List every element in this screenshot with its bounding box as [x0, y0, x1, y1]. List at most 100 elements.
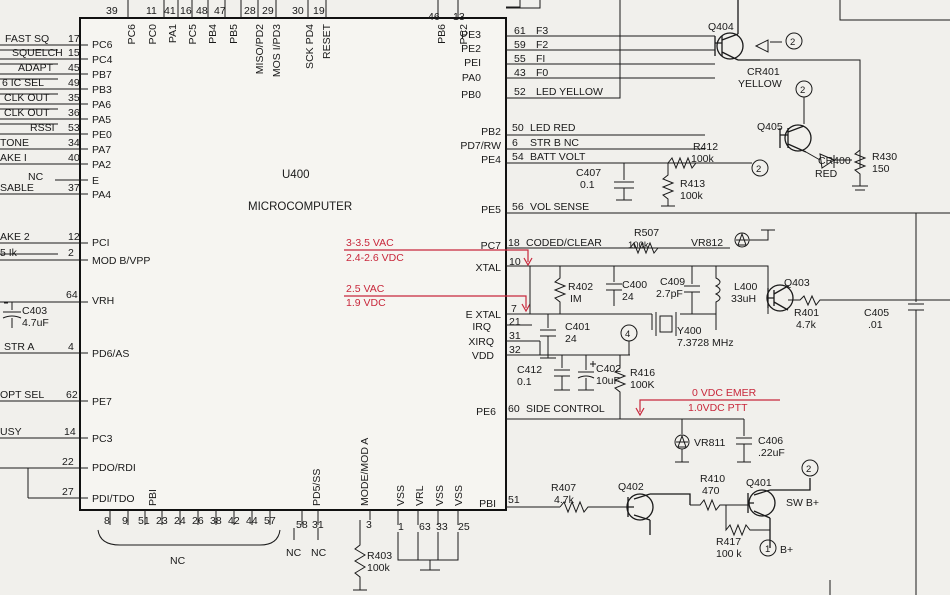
right-signal: FI [536, 53, 545, 65]
left-pin-num: 37 [68, 182, 80, 194]
right-signal: F3 [536, 25, 548, 37]
c400-value: 24 [622, 291, 634, 303]
right-pin-num: 6 [512, 137, 518, 149]
c412-label: C412 [517, 364, 542, 376]
bottom-pin-num: 3 [366, 519, 372, 531]
right-pin-num: 18 [508, 237, 520, 249]
right-pin-num: 21 [509, 316, 521, 328]
r430-value: 150 [872, 163, 890, 175]
pe6-circuit: VR811 C406 .22uF [630, 418, 785, 463]
top-pin-name: PC0 [147, 24, 159, 45]
node-marker-label: 2 [800, 85, 805, 96]
top-pin-name: PC2 [458, 24, 470, 45]
node-marker-label: 2 [790, 37, 795, 48]
top-pin-num: 30 [292, 5, 304, 17]
top-pin-name: PC5 [187, 24, 199, 45]
bottom-pin-num: 9 [122, 515, 128, 527]
left-pin-num: 62 [66, 389, 78, 401]
left-pin-num: 40 [68, 152, 80, 164]
node-marker-label: 4 [625, 329, 630, 340]
right-pin-num: 52 [514, 86, 526, 98]
left-pin-name: PA5 [92, 114, 111, 126]
right-pin-name: PBI [479, 498, 496, 510]
top-pin-num: 28 [244, 5, 256, 17]
right-signal: VOL SENSE [530, 201, 589, 213]
bottom-pin-num: 63 [419, 521, 431, 533]
right-pin-name: PA0 [462, 72, 481, 84]
bottom-pin-num: 25 [458, 521, 470, 533]
bottom-pin-num: 8 [104, 515, 110, 527]
top-pin-name: PB5 [228, 24, 240, 44]
right-signal: CODED/CLEAR [526, 237, 602, 249]
left-signal-label: TONE [0, 137, 29, 149]
cr400-label: CR400 [818, 155, 851, 167]
left-pin-num: 36 [68, 107, 80, 119]
r507-label: R507 [634, 227, 659, 239]
chip-type: MICROCOMPUTER [248, 201, 352, 213]
c402-value: 10uF [596, 375, 620, 387]
coded-clear-circuit: R507 100k VR812 [628, 227, 775, 255]
top-pin-num: 47 [214, 5, 226, 17]
c412-value: 0.1 [517, 376, 532, 388]
r403-label: R403 [367, 550, 392, 562]
c406-value: .22uF [758, 447, 785, 459]
c400-label: C400 [622, 279, 647, 291]
c403-value: 4.7uF [22, 317, 49, 329]
right-pin-name: XTAL [476, 262, 502, 274]
l400-value: 33uH [731, 293, 756, 305]
top-pins: 39 11 41 16 48 47 28 29 30 19 46 13 PC6 … [106, 0, 470, 77]
right-pin-name: PE3 [461, 29, 481, 41]
sw-bplus-label: SW B+ [786, 497, 819, 509]
c405-label: C405 [864, 307, 889, 319]
top-pin-name: PA1 [167, 24, 179, 43]
left-pin-name: PE0 [92, 129, 112, 141]
top-pin-name: RESET [321, 23, 333, 59]
bottom-pin-name: PBI [147, 489, 159, 506]
q402-label: Q402 [618, 481, 644, 493]
left-signal-label: 5 Ik [0, 247, 18, 259]
right-pin-name: E XTAL [466, 309, 502, 321]
left-signal-label: 6 IC SEL [2, 77, 44, 89]
node-marker [785, 32, 803, 50]
bottom-pin-name: PD5/SS [311, 469, 323, 506]
xtal-voltage-dc: 2.4-2.6 VDC [346, 252, 404, 264]
oscillator-circuit: R402 IM C400 24 C409 2.7pF L400 33uH Q40… [529, 213, 950, 595]
top-pin-num: 19 [313, 5, 325, 17]
r416-value: 100K [630, 379, 655, 391]
c403-label: C403 [22, 305, 47, 317]
bottom-pin-num: 51 [138, 515, 150, 527]
r401-value: 4.7k [796, 319, 817, 331]
right-pin-num: 50 [512, 122, 524, 134]
left-signal-label: NC [28, 171, 44, 183]
right-pin-num: 10 [509, 256, 521, 268]
r417-value: 100 k [716, 548, 742, 560]
right-pin-name: PC7 [481, 240, 502, 252]
top-pin-name: MOS I/PD3 [271, 24, 283, 77]
r402-value: IM [570, 293, 582, 305]
c401-value: 24 [565, 333, 577, 345]
c409-value: 2.7pF [656, 288, 683, 300]
left-pin-name: PA7 [92, 144, 111, 156]
left-pin-name: PA4 [92, 189, 111, 201]
q404-circuit: Q404 CR401 YELLOW 2 [708, 0, 861, 168]
pe6-voltage-ptt: 1.0VDC PTT [688, 402, 748, 414]
left-pin-name: PE7 [92, 396, 112, 408]
left-pin-num: 53 [68, 122, 80, 134]
right-pin-num: 60 [508, 403, 520, 415]
nc-label: NC [170, 555, 186, 567]
right-pin-name: PB0 [461, 89, 481, 101]
right-pin-name: VDD [472, 350, 495, 362]
left-pin-num: 17 [68, 33, 80, 45]
r410-label: R410 [700, 473, 725, 485]
left-pin-name: PC6 [92, 39, 113, 51]
r417-label: R417 [716, 536, 741, 548]
node-marker-label: 2 [806, 464, 811, 475]
r413-value: 100k [680, 190, 704, 202]
r507-value: 100k [628, 240, 649, 251]
bottom-pins: 8 9 51 23 24 26 38 42 44 57 58 31 3 1 63… [97, 438, 470, 591]
cr401-color: YELLOW [738, 78, 782, 90]
q404-label: Q404 [708, 21, 734, 33]
top-pin-name: PC6 [126, 24, 138, 45]
c405-value: .01 [868, 319, 883, 331]
